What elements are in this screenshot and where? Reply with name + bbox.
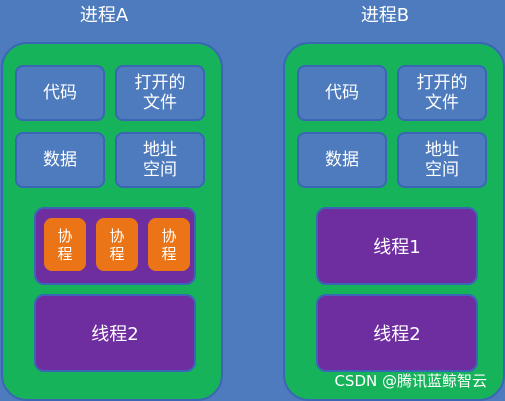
process-b-open-files-box: 打开的 文件 xyxy=(397,65,487,121)
process-a-thread-1-box: 协 程 协 程 协 程 xyxy=(34,207,196,285)
process-a-title: 进程A xyxy=(79,5,129,26)
process-a-container: 代码 打开的 文件 数据 地址 空间 协 程 协 程 协 程 线程2 xyxy=(1,42,223,401)
process-b-thread-1-box: 线程1 xyxy=(316,207,478,285)
process-a-code-box: 代码 xyxy=(15,65,105,121)
process-a-coroutine-1: 协 程 xyxy=(44,218,86,271)
process-b-address-space-box: 地址 空间 xyxy=(397,132,487,188)
process-b-title: 进程B xyxy=(360,5,410,26)
process-a-coroutine-3: 协 程 xyxy=(148,218,190,271)
watermark: CSDN @腾讯蓝鲸智云 xyxy=(334,372,487,390)
process-a-coroutine-2: 协 程 xyxy=(96,218,138,271)
process-a-address-space-box: 地址 空间 xyxy=(115,132,205,188)
process-b-code-box: 代码 xyxy=(297,65,387,121)
process-b-thread-2-box: 线程2 xyxy=(316,294,478,372)
process-b-container: 代码 打开的 文件 数据 地址 空间 线程1 线程2 xyxy=(283,42,505,401)
process-b-data-box: 数据 xyxy=(297,132,387,188)
process-a-open-files-box: 打开的 文件 xyxy=(115,65,205,121)
process-a-data-box: 数据 xyxy=(15,132,105,188)
process-a-thread-2-box: 线程2 xyxy=(34,294,196,372)
